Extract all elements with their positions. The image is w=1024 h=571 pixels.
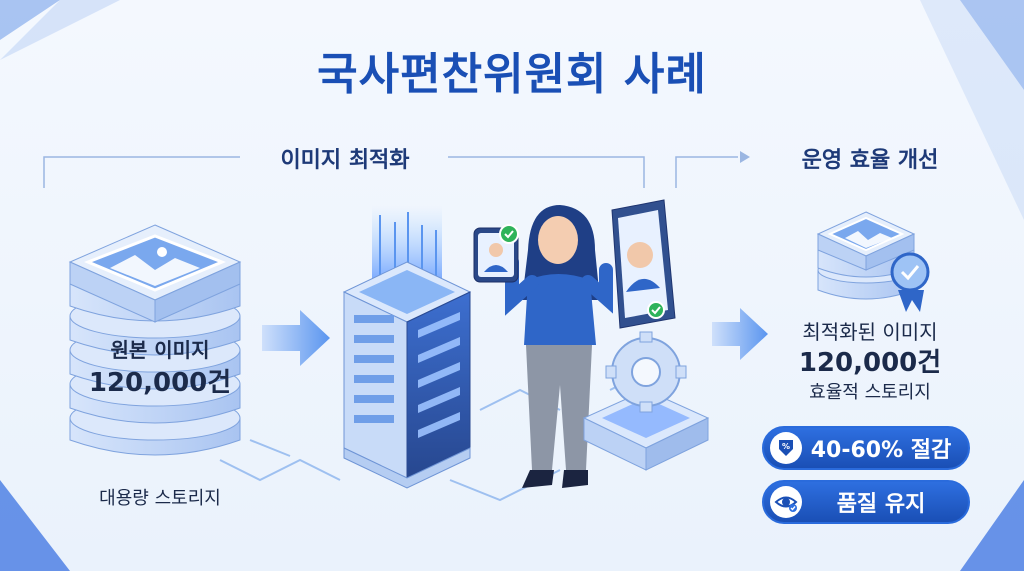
original-image-count: 120,000건 — [88, 368, 232, 398]
section-title-efficiency: 운영 효율 개선 — [801, 148, 939, 173]
photo-card-icon — [611, 199, 676, 329]
optimized-storage-icon — [816, 211, 916, 300]
optimized-image-label: 최적화된 이미지 — [802, 320, 938, 344]
storage-stack-icon — [68, 224, 242, 456]
gear-icon — [582, 331, 710, 471]
svg-text:%: % — [782, 442, 790, 451]
section-title-optimization: 이미지 최적화 — [280, 148, 410, 173]
optimized-storage-label: 효율적 스토리지 — [809, 382, 931, 403]
original-image-label: 원본 이미지 — [110, 338, 210, 362]
page-title: 국사편찬위원회 사례 — [317, 49, 707, 100]
quality-text: 품질 유지 — [836, 492, 926, 517]
original-storage-label: 대용량 스토리지 — [99, 488, 221, 509]
image-icon — [827, 216, 905, 252]
person-illustration — [505, 205, 613, 488]
percent-down-icon: % — [770, 432, 802, 464]
section-bracket-left — [43, 156, 645, 188]
savings-badge: % 40-60% 절감 — [762, 426, 970, 470]
optimized-image-count: 120,000건 — [798, 348, 942, 378]
check-icon — [499, 224, 519, 244]
arrow-right-icon — [262, 310, 330, 366]
savings-text: 40-60% 절감 — [810, 438, 952, 463]
server-icon — [342, 205, 472, 489]
quality-badge: 품질 유지 — [762, 480, 970, 524]
arrow-right-icon — [712, 308, 768, 360]
check-icon — [647, 301, 665, 319]
section-bracket-right — [675, 151, 750, 188]
image-icon — [83, 234, 227, 292]
award-badge-icon — [890, 252, 930, 312]
eye-check-icon — [770, 486, 802, 518]
